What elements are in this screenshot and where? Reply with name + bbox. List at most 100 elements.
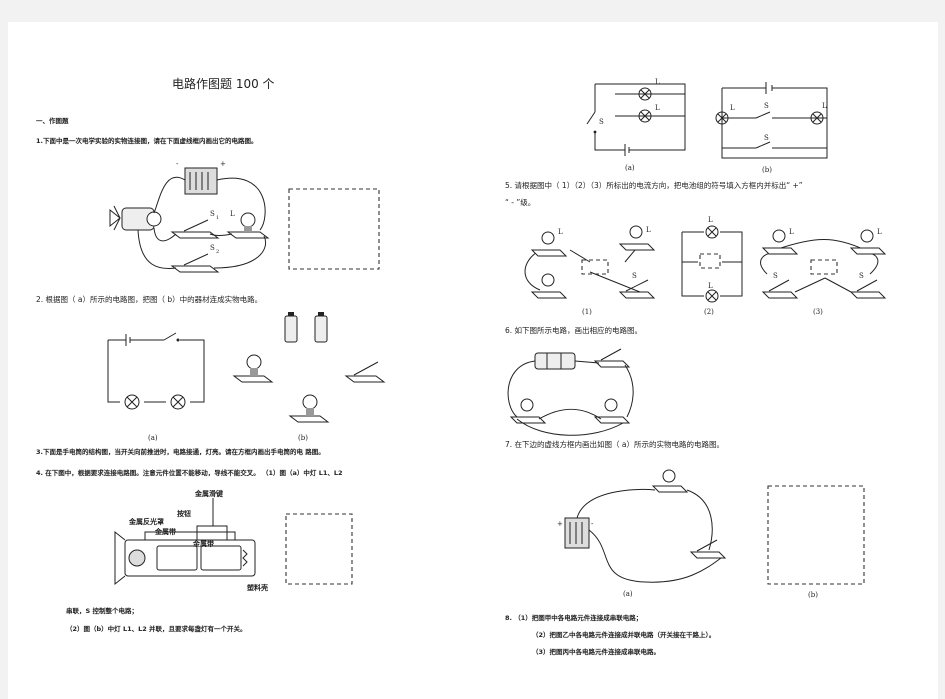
q7-physical-circuit: + - (a) <box>557 469 727 598</box>
fig-a-label: (a) <box>148 434 158 442</box>
label-button: 按钮 <box>177 509 191 518</box>
switch-s1-icon <box>761 279 799 299</box>
q7-answer-box <box>767 485 865 585</box>
question-8-3: （3）把图丙中各电路元件连接成串联电路。 <box>532 648 661 656</box>
lamp-holder-icon <box>509 398 547 424</box>
s1-label: S <box>210 210 215 218</box>
lamp-l2-icon <box>849 229 887 255</box>
q5-fig2-label: (2) <box>704 308 714 316</box>
q5-l1-label: L <box>558 228 563 236</box>
q5-3-s2-label: S <box>859 272 864 280</box>
fig-b-label-top: (b) <box>762 166 772 174</box>
q1-answer-box <box>288 188 380 270</box>
lamp-l1-icon <box>705 225 719 239</box>
question-2: 2. 根据图（ a）所示的电路图，把图（ b）中的器材连成实物电路。 <box>36 295 263 304</box>
q5-figure-1: L L S (1) <box>524 225 656 316</box>
battery-icon: - + <box>176 160 226 195</box>
switch-s1-icon: S 1 <box>170 210 220 239</box>
q7-plus-label: + <box>557 520 563 528</box>
s2-label-b: S <box>764 134 769 142</box>
label-plastic-shell: 塑料壳 <box>247 583 268 592</box>
question-7: 7. 在下边的虚线方框内画出如图（ a）所示的实物电路的电路图。 <box>505 440 725 449</box>
lamp-l-label: L <box>230 210 235 218</box>
s2-label: S <box>210 244 215 252</box>
lamp-l1-icon <box>715 111 729 125</box>
switch-icon <box>344 361 386 383</box>
q5-figure-2: L L (2) <box>681 216 743 316</box>
battery-pack-icon <box>534 352 576 370</box>
lamp-holder-icon <box>288 394 330 423</box>
question-5-line1: 5. 请根据图中（ 1）（2）（3）所标出的电流方向，把电池组的符号填入方框内并… <box>505 181 803 190</box>
lamp-l1-icon <box>530 231 568 257</box>
battery-cell-icon <box>284 312 298 343</box>
lamp-l2-icon <box>810 111 824 125</box>
switch-icon <box>593 348 631 368</box>
lamp-icon <box>170 394 186 410</box>
q5-figure-3: L L S S (3) <box>760 228 887 316</box>
switch-s-label: S <box>599 118 604 126</box>
l1-label: L <box>655 78 660 86</box>
l2-label: L <box>655 104 660 112</box>
lamp-holder-icon <box>651 469 689 493</box>
lamp-l3-icon <box>530 273 568 299</box>
q5-2-l1-label: L <box>708 216 713 224</box>
q5-3-l1-label: L <box>789 228 794 236</box>
lamp-l2-icon <box>618 225 656 251</box>
battery-minus-label: - <box>176 160 179 168</box>
l2-label-b: L <box>822 102 827 110</box>
l1-label-b: L <box>730 104 735 112</box>
question-5-line2: “ - ”级。 <box>505 198 536 207</box>
q4-circuit-b: L L S S (b) <box>715 82 828 174</box>
lamp-l1-icon <box>638 87 652 101</box>
question-4-cont1: 串联，S 控制整个电路； <box>66 607 138 615</box>
q5-fig3-label: (3) <box>813 308 823 316</box>
question-8-2: （2）把图乙中各电路元件连接成并联电路（开关接在干路上）。 <box>532 631 716 639</box>
q4-flashlight-diagram: 金属滑键 按钮 金属反光罩 金属带 金属带 塑料壳 <box>114 489 268 592</box>
q4-answer-box <box>285 513 353 585</box>
q4-circuit-a: S L L (a) <box>586 78 686 172</box>
label-metal-strip-1: 金属带 <box>154 527 176 536</box>
q5-2-l2-label: L <box>708 282 713 290</box>
s2-subscript: 2 <box>216 249 219 255</box>
s1-label-b: S <box>764 102 769 110</box>
battery-icon: + - <box>557 517 594 549</box>
q7-fig-a-label: (a) <box>623 590 633 598</box>
lamp-holder-icon <box>593 398 631 424</box>
label-metal-slide-key: 金属滑键 <box>194 489 223 498</box>
fig-a-label-top: (a) <box>625 164 635 172</box>
label-metal-reflector: 金属反光罩 <box>128 517 164 526</box>
lamp-l2-icon <box>638 109 652 123</box>
motor-icon <box>109 205 162 231</box>
q5-s-label: S <box>632 272 637 280</box>
question-1: 1.下面中是一次电学实验的实物连接图，请在下面虚线框内画出它的电路图。 <box>36 137 258 145</box>
switch-s2-icon: S 2 <box>170 244 220 273</box>
question-6: 6. 如下图所示电路，画出相应的电路图。 <box>505 326 643 335</box>
section-heading: 一、作图题 <box>36 117 69 125</box>
q1-physical-circuit: - + S 1 L S 2 <box>109 160 270 273</box>
page-title: 电路作图题 100 个 <box>172 77 275 91</box>
question-4-cont2: （2）图（b）中灯 L1、L2 并联，且要求每盏灯有一个开关。 <box>66 625 247 633</box>
q5-fig1-label: (1) <box>582 308 592 316</box>
s1-subscript: 1 <box>216 215 219 221</box>
question-8-1: 8. （1）把图甲中各电路元件连接成串联电路； <box>505 614 643 622</box>
q2-components-b: (b) <box>232 312 386 442</box>
switch-s2-icon <box>849 279 887 299</box>
lamp-holder-icon <box>232 354 274 383</box>
label-metal-strip-2: 金属带 <box>192 539 214 548</box>
lamp-l2-icon <box>705 289 719 303</box>
lamp-icon <box>124 394 140 410</box>
battery-cell-icon <box>314 312 328 343</box>
q5-3-l2-label: L <box>877 228 882 236</box>
q6-physical-circuit <box>507 348 634 436</box>
switch-s-icon <box>618 279 656 299</box>
question-4: 4. 在下图中，根据要求连接电路图。注意元件位置不能移动，导线不能交叉。 （1）… <box>36 469 343 477</box>
q5-3-s1-label: S <box>773 272 778 280</box>
q7-minus-label: - <box>591 520 594 528</box>
switch-icon <box>689 539 727 559</box>
q2-circuit-diagram-a: (a) <box>107 332 205 442</box>
battery-plus-label: + <box>220 160 226 168</box>
question-3: 3.下面是手电筒的结构图，当开关向前推进时，电路接通，灯亮。请在方框内画出手电筒… <box>36 448 325 456</box>
lamp-l-icon: L <box>226 210 270 239</box>
q7-fig-b-label: (b) <box>808 591 818 599</box>
q5-l2-label: L <box>646 226 651 234</box>
